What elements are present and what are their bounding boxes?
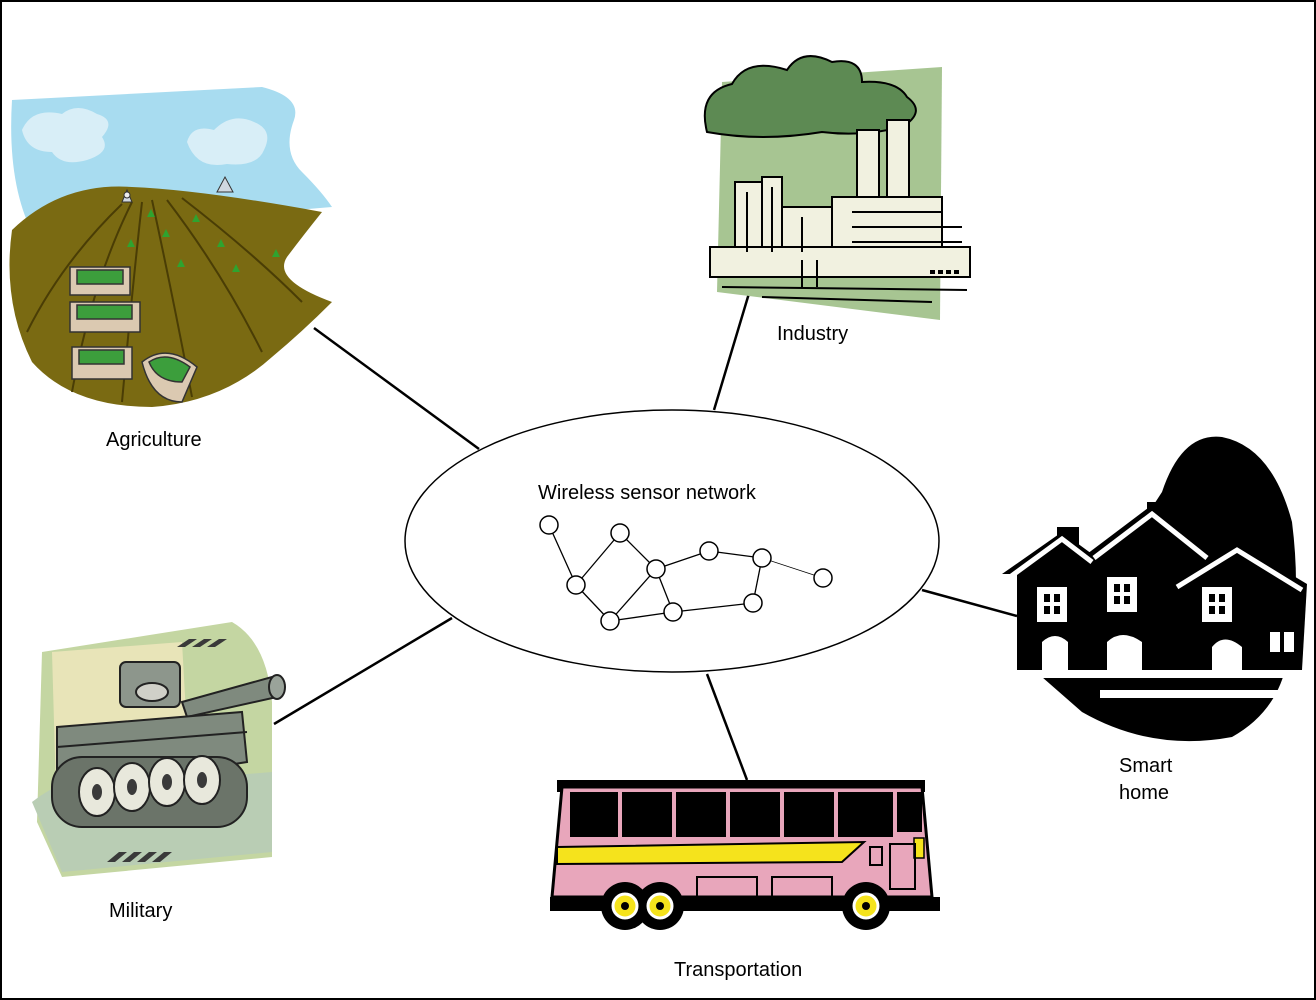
smart-home-label-line-2: home <box>1119 782 1170 804</box>
wsn-ellipse <box>404 409 940 673</box>
sensor-node <box>566 575 586 595</box>
sensor-node <box>610 523 630 543</box>
connector-transportation <box>705 673 749 781</box>
sensor-node <box>646 559 666 579</box>
sensor-node <box>813 568 833 588</box>
transportation-label: Transportation <box>674 959 803 981</box>
sensor-network-graph <box>539 515 833 631</box>
connector-agriculture <box>313 326 480 451</box>
sensor-node <box>663 602 683 622</box>
connector-industry <box>712 289 752 411</box>
sensor-node <box>752 548 772 568</box>
military-label: Military <box>109 900 173 922</box>
factory-icon <box>703 55 971 320</box>
sensor-node <box>600 611 620 631</box>
sensor-node <box>743 593 763 613</box>
connector-military <box>273 616 453 726</box>
wsn-label: Wireless sensor network <box>538 482 756 504</box>
bus-icon <box>550 780 940 930</box>
industry-label: Industry <box>777 323 849 345</box>
connector-smart-home <box>921 588 1018 618</box>
houses-icon <box>1002 436 1314 742</box>
smart-home-label: Smart home <box>1119 753 1209 807</box>
tank-icon <box>32 622 286 877</box>
agriculture-field-icon <box>9 87 333 407</box>
smart-home-label-line-1: Smart <box>1119 755 1173 777</box>
agriculture-label: Agriculture <box>106 429 202 451</box>
sensor-node <box>699 541 719 561</box>
sensor-node <box>539 515 559 535</box>
